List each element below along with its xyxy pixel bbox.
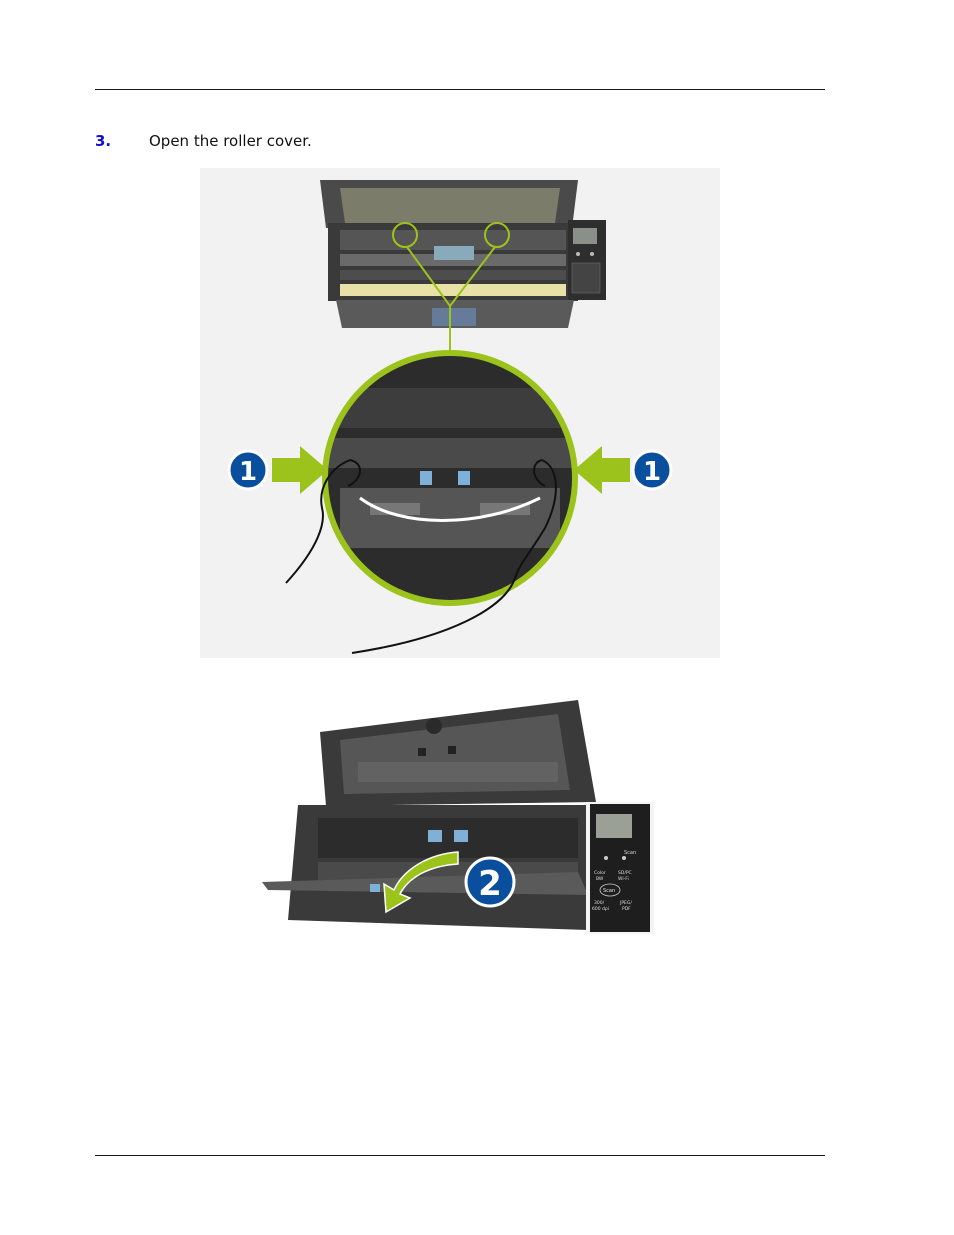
step-instruction: Open the roller cover. — [149, 132, 312, 150]
panel-wifi-label: Wi-Fi — [618, 876, 629, 882]
figure-press-tabs: 1 1 — [200, 168, 720, 658]
arrow-left-icon — [574, 446, 630, 494]
curved-arrow-icon — [383, 851, 459, 914]
header-rule — [95, 89, 825, 90]
panel-color-label: Color — [594, 870, 606, 876]
panel-dpi-label: 300/ — [594, 900, 605, 906]
step-badge-left: 1 — [227, 449, 269, 491]
footer-rule — [95, 1155, 825, 1156]
scanner-lid — [320, 700, 596, 806]
step-badge-right: 1 — [631, 449, 673, 491]
panel-bw-label: BW — [596, 876, 604, 882]
panel-scan-button-label: Scan — [603, 888, 615, 894]
panel-pdf-label: PDF — [622, 906, 631, 912]
figure-press-tabs-illustration: 1 1 — [200, 168, 720, 658]
panel-scan-mode-label: Scan — [624, 850, 636, 856]
step-badge-two: 2 — [464, 856, 516, 908]
hand-drawing — [285, 459, 557, 654]
figure-open-cover-illustration: Scan Color BW SD/PC Wi-Fi Scan 300/ 600 … — [262, 700, 654, 934]
control-panel: Scan Color BW SD/PC Wi-Fi Scan 300/ 600 … — [586, 802, 654, 934]
scanner-top-view — [320, 180, 606, 353]
arrow-right-icon — [272, 446, 328, 494]
badge-left-label: 1 — [239, 457, 257, 487]
step-number: 3. — [95, 132, 112, 150]
badge-two-label: 2 — [478, 864, 502, 904]
badge-right-label: 1 — [643, 457, 661, 487]
panel-sdpc-label: SD/PC — [618, 870, 632, 876]
figure-open-cover: Scan Color BW SD/PC Wi-Fi Scan 300/ 600 … — [258, 690, 658, 935]
panel-dpi2-label: 600 dpi — [592, 906, 609, 912]
zoom-detail — [322, 350, 578, 606]
panel-jpeg-label: JPEG/ — [619, 900, 632, 906]
